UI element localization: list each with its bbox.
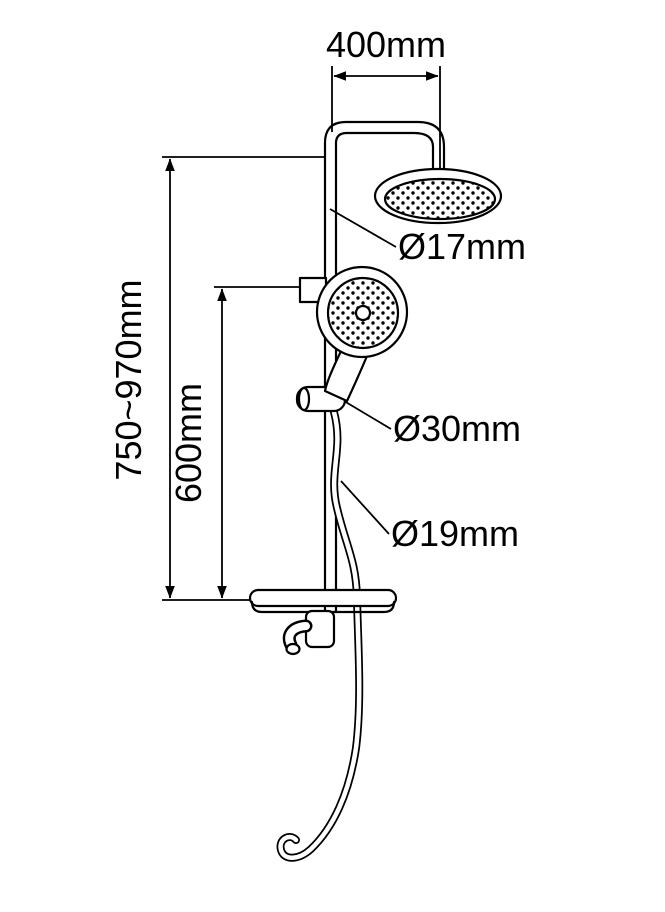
leader-hose-diameter (340, 480, 390, 535)
shelf (248, 588, 398, 614)
label-overall-height: 750~970mm (108, 279, 149, 480)
label-top-width: 400mm (326, 24, 446, 65)
diverter (282, 609, 336, 656)
spout-highlight (285, 622, 310, 649)
spout-outlet (285, 642, 301, 656)
label-holder-diameter: Ø30mm (393, 408, 521, 449)
riser-pipe-outer-line (323, 120, 446, 614)
label-pipe-diameter: Ø17mm (398, 226, 526, 267)
rain-head-face (383, 177, 497, 221)
hand-shower-center-cap (354, 304, 372, 322)
riser-pipe (323, 120, 446, 614)
callout-holder-diameter: Ø30mm (343, 400, 521, 449)
leader-pipe-diameter (329, 208, 397, 248)
hand-shower-handle (323, 347, 372, 403)
callout-hose-diameter: Ø19mm (340, 480, 519, 554)
hand-shower (315, 265, 409, 403)
rain-shower-head (373, 167, 503, 225)
shower-hose-highlight (278, 409, 362, 860)
dim-slide-height: 600mm (168, 286, 299, 599)
holder-end-cap (297, 386, 311, 412)
dim-overall-height: 750~970mm (108, 156, 324, 601)
dim-top-width: 400mm (326, 24, 446, 168)
label-hose-diameter: Ø19mm (391, 513, 519, 554)
label-slide-height: 600mm (168, 383, 209, 503)
leader-holder-diameter (343, 400, 392, 430)
callout-pipe-diameter: Ø17mm (329, 208, 526, 267)
shelf-top (248, 588, 398, 608)
riser-pipe-inner-line (334, 131, 435, 614)
